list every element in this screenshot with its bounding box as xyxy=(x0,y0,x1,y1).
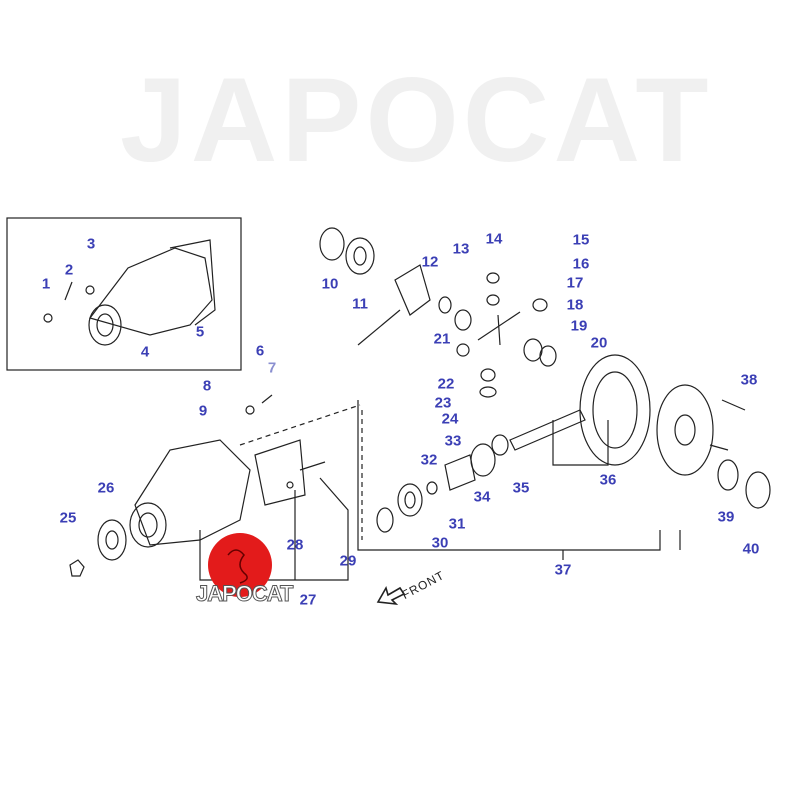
callout-33: 33 xyxy=(444,432,462,450)
callout-14: 14 xyxy=(485,230,503,248)
callout-2: 2 xyxy=(64,261,74,279)
callout-29: 29 xyxy=(339,552,357,570)
callout-34: 34 xyxy=(473,488,491,506)
callout-24: 24 xyxy=(441,410,459,428)
callout-23: 23 xyxy=(434,394,452,412)
callout-32: 32 xyxy=(420,451,438,469)
callout-9: 9 xyxy=(198,402,208,420)
callout-25: 25 xyxy=(59,509,77,527)
callout-12: 12 xyxy=(421,253,439,271)
front-arrow-icon xyxy=(376,585,406,606)
callout-39: 39 xyxy=(717,508,735,526)
callout-21: 21 xyxy=(433,330,451,348)
callout-31: 31 xyxy=(448,515,466,533)
callout-38: 38 xyxy=(740,371,758,389)
callout-28: 28 xyxy=(286,536,304,554)
callout-22: 22 xyxy=(437,375,455,393)
callout-7: 7 xyxy=(267,359,277,377)
callout-17: 17 xyxy=(566,274,584,292)
callout-18: 18 xyxy=(566,296,584,314)
callout-6: 6 xyxy=(255,342,265,360)
callout-20: 20 xyxy=(590,334,608,352)
callout-36: 36 xyxy=(599,471,617,489)
bearings-gears-drawing xyxy=(319,227,771,533)
callout-10: 10 xyxy=(321,275,339,293)
callout-4: 4 xyxy=(140,343,150,361)
callout-27: 27 xyxy=(299,591,317,609)
callout-16: 16 xyxy=(572,255,590,273)
callout-15: 15 xyxy=(572,231,590,249)
main-housing-drawing xyxy=(69,394,326,577)
callout-35: 35 xyxy=(512,479,530,497)
callout-5: 5 xyxy=(195,323,205,341)
inset-housing-drawing xyxy=(43,239,216,346)
callout-1: 1 xyxy=(41,275,51,293)
callout-26: 26 xyxy=(97,479,115,497)
callout-40: 40 xyxy=(742,540,760,558)
callout-19: 19 xyxy=(570,317,588,335)
watermark: JAPOCAT xyxy=(120,53,713,187)
callout-13: 13 xyxy=(452,240,470,258)
logo-text: JAPOCAT xyxy=(196,581,294,606)
inset-box xyxy=(6,217,242,371)
callout-37: 37 xyxy=(554,561,572,579)
callout-8: 8 xyxy=(202,377,212,395)
callout-11: 11 xyxy=(352,295,368,313)
callout-3: 3 xyxy=(86,235,96,253)
callout-30: 30 xyxy=(431,534,449,552)
